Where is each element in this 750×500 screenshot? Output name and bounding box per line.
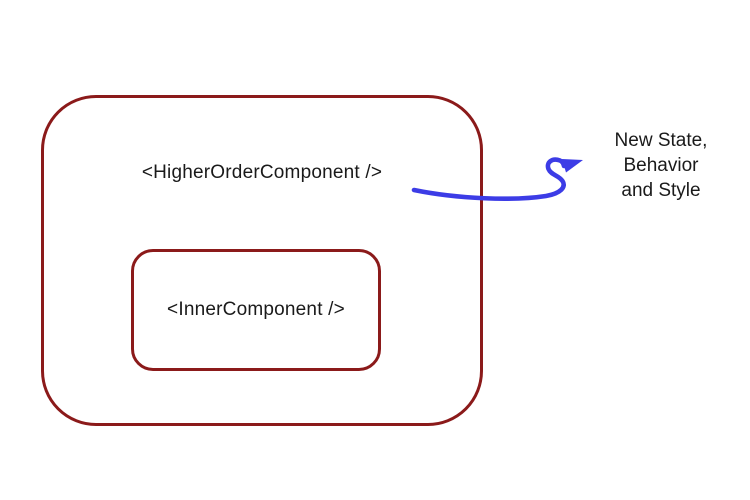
inner-component-label: <InnerComponent />: [167, 299, 345, 320]
arrow-annotation-text: New State, Behavior and Style: [586, 128, 736, 203]
annotation-line: Behavior: [623, 155, 699, 176]
inner-component-box: <InnerComponent />: [131, 249, 381, 371]
annotation-line: New State,: [614, 130, 708, 151]
annotation-line: and Style: [621, 180, 701, 201]
higher-order-component-label: <HigherOrderComponent />: [141, 162, 383, 183]
